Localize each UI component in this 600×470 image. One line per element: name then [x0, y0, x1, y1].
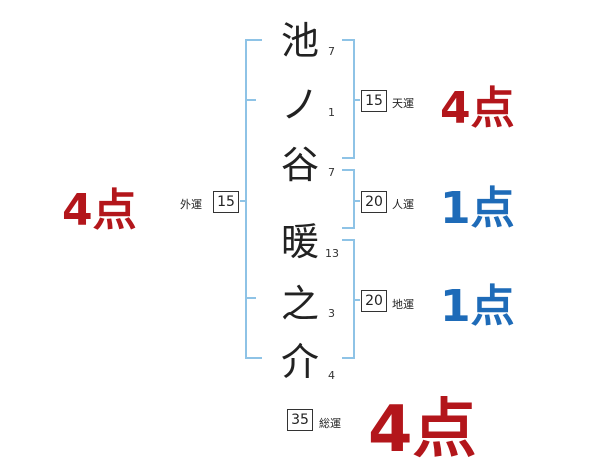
stroke-count-4: 13 — [325, 247, 339, 260]
souun-score: 4点 — [368, 393, 477, 467]
gaiun-value-box: 15 — [213, 191, 239, 213]
jinun-score: 1点 — [440, 183, 515, 234]
name-char-5: 之 — [280, 282, 319, 326]
gaiun-label: 外運 — [180, 198, 202, 211]
souun-label: 総運 — [319, 417, 341, 430]
stroke-count-5: 3 — [328, 307, 335, 320]
souun-value-box: 35 — [287, 409, 313, 431]
jinun-bracket — [342, 169, 355, 229]
jinun-label: 人運 — [392, 198, 414, 211]
jinun-value-box: 20 — [361, 191, 387, 213]
tenun-bracket — [342, 39, 355, 159]
tenun-score: 4点 — [440, 83, 515, 134]
name-char-2: ノ — [280, 83, 319, 127]
stroke-count-1: 7 — [328, 45, 335, 58]
stroke-count-2: 1 — [328, 106, 335, 119]
gaiun-bracket — [245, 39, 262, 359]
chiun-bracket — [342, 239, 355, 359]
name-char-3: 谷 — [280, 143, 319, 187]
stroke-count-6: 4 — [328, 369, 335, 382]
gaiun-score: 4点 — [62, 185, 137, 236]
name-char-1: 池 — [280, 19, 319, 63]
name-char-4: 暖 — [280, 220, 319, 264]
chiun-score: 1点 — [440, 281, 515, 332]
chiun-value-box: 20 — [361, 290, 387, 312]
stroke-count-3: 7 — [328, 166, 335, 179]
chiun-label: 地運 — [392, 298, 414, 311]
name-char-6: 介 — [280, 340, 319, 384]
tenun-value-box: 15 — [361, 90, 387, 112]
tenun-label: 天運 — [392, 97, 414, 110]
